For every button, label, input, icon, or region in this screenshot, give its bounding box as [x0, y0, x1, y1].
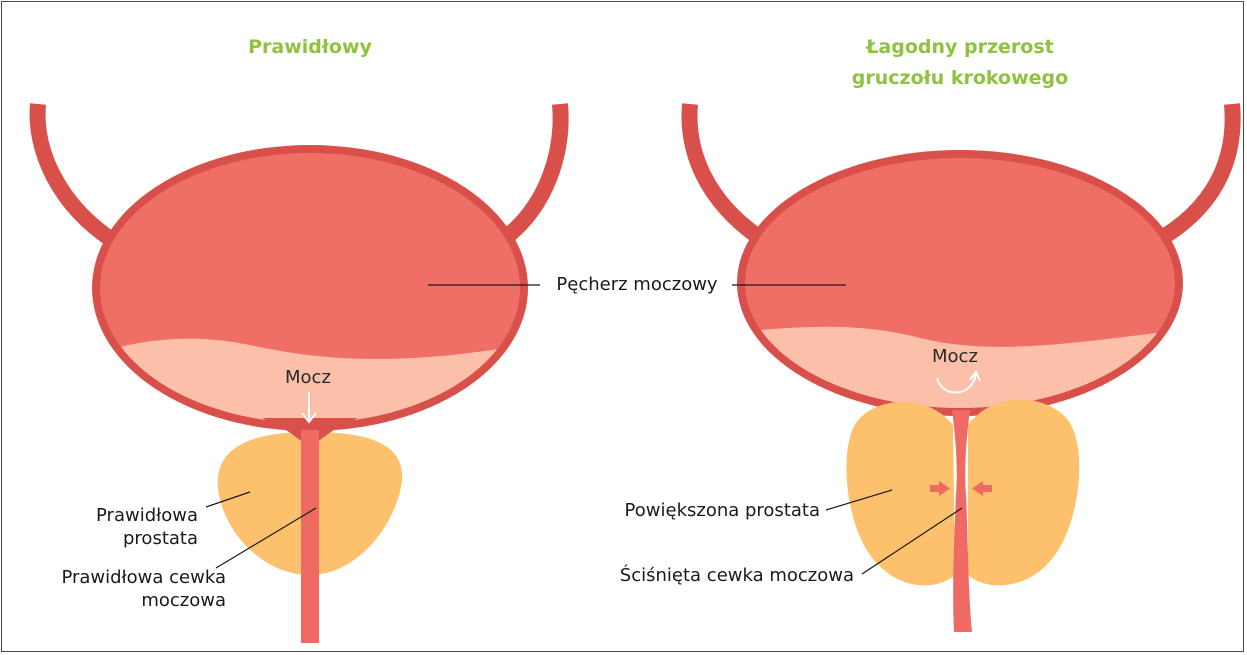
normal-title: Prawidłowy	[180, 32, 440, 63]
bph-title: Łagodny przerost gruczołu krokowego	[820, 32, 1100, 94]
bph-panel	[689, 104, 1232, 632]
right-ureter	[505, 104, 561, 238]
bladder-label: Pęcherz moczowy	[544, 274, 730, 296]
bph-prostate-left-lobe	[846, 402, 955, 586]
normal-urine-label: Mocz	[285, 367, 331, 389]
normal-prostate-label: Prawidłowa prostata	[40, 504, 198, 550]
bph-prostate-label: Powiększona prostata	[590, 500, 820, 522]
normal-urethra	[301, 430, 319, 643]
left-ureter	[38, 104, 115, 242]
normal-urethra-label: Prawidłowa cewka moczowa	[40, 566, 226, 612]
bph-urine-label: Mocz	[932, 346, 978, 368]
bph-prostate-right-lobe	[968, 400, 1079, 586]
bph-right-ureter	[1165, 104, 1233, 236]
bph-urethra-label: Ściśnięta cewka moczowa	[590, 565, 854, 587]
bph-left-ureter	[689, 104, 760, 238]
